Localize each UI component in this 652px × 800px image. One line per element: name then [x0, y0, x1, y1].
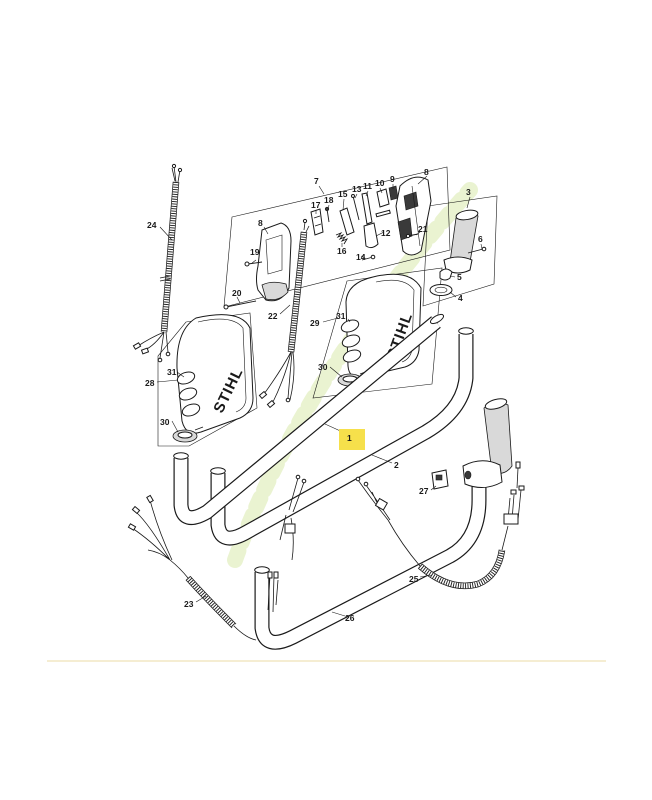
part-label-8-top: 8 — [424, 167, 429, 177]
part-label-23: 23 — [184, 599, 194, 609]
part-9 — [388, 185, 399, 201]
part-label-2: 2 — [394, 460, 399, 470]
handlebar-tube-26 — [254, 484, 487, 650]
spring-16 — [335, 231, 349, 245]
part-label-15: 15 — [338, 189, 348, 199]
part-label-22: 22 — [268, 311, 278, 321]
lever-15 — [339, 207, 355, 236]
handle-grip-right — [462, 398, 513, 488]
part-label-29: 29 — [310, 318, 320, 328]
handle-housing-8-right — [395, 176, 432, 256]
trigger-12 — [363, 222, 379, 249]
part-label-9: 9 — [390, 174, 395, 184]
part-label-30-left: 30 — [160, 417, 170, 427]
panel-group-29 — [312, 267, 443, 399]
pin-20 — [223, 300, 257, 310]
part-label-11: 11 — [363, 181, 372, 191]
part-label-16: 16 — [337, 246, 347, 256]
part-label-21: 21 — [418, 224, 428, 234]
part-label-20: 20 — [232, 288, 242, 298]
part-label-1: 1 — [347, 433, 352, 443]
part-label-10: 10 — [375, 178, 385, 188]
screw-6 — [467, 246, 487, 254]
screw-14 — [361, 254, 376, 261]
part-label-25: 25 — [409, 574, 419, 584]
panel-group-3 — [422, 195, 498, 307]
part-label-31-left: 31 — [167, 367, 177, 377]
screw-21 — [405, 233, 419, 239]
leader-lines — [156, 175, 483, 617]
part-label-3: 3 — [466, 187, 471, 197]
part-10 — [376, 188, 390, 208]
panel-group-7 — [223, 166, 451, 308]
switch-27 — [431, 469, 449, 490]
cable-24 — [132, 163, 183, 363]
lever-11 — [361, 192, 373, 225]
part-label-26: 26 — [345, 613, 355, 623]
part-label-4: 4 — [458, 293, 463, 303]
clamp-30-left — [172, 426, 204, 443]
handle-housing-8-left — [256, 222, 292, 302]
bracket-17 — [310, 208, 324, 236]
cable-23 — [127, 494, 257, 641]
part-label-14: 14 — [356, 252, 366, 262]
part-label-30-right: 30 — [318, 362, 328, 372]
screw-19 — [244, 261, 263, 267]
watermark — [227, 182, 478, 568]
part-label-5: 5 — [457, 272, 462, 282]
part-label-7: 7 — [314, 176, 319, 186]
cover-28: STIHL — [176, 314, 254, 434]
part-label-17: 17 — [311, 200, 321, 210]
panel-group-28 — [157, 312, 258, 447]
part-label-6: 6 — [478, 234, 483, 244]
part-label-19: 19 — [250, 247, 260, 257]
part-label-18: 18 — [324, 195, 334, 205]
part-label-31-right: 31 — [336, 311, 346, 321]
clip-5 — [439, 268, 453, 281]
part-label-12: 12 — [381, 228, 391, 238]
pin-small — [375, 209, 391, 218]
part-label-28: 28 — [145, 378, 155, 388]
handlebar-tube-2 — [173, 313, 474, 546]
clamp-4 — [429, 284, 453, 296]
part-label-24: 24 — [147, 220, 157, 230]
part-label-27: 27 — [419, 486, 429, 496]
cable-22 — [258, 218, 310, 409]
pads-31-right — [340, 319, 362, 363]
pin-13 — [351, 194, 360, 221]
part-label-8-left: 8 — [258, 218, 263, 228]
cable-25 — [355, 461, 525, 590]
wire-set-tube-2 — [279, 474, 307, 561]
wire-set-left-leg — [267, 571, 279, 613]
part-labels: 24 7 8 8 3 9 10 11 13 15 17 18 21 12 16 … — [145, 167, 483, 623]
highlight-part-1 — [339, 429, 365, 450]
screw-18 — [324, 206, 330, 223]
part-label-13: 13 — [352, 184, 362, 194]
